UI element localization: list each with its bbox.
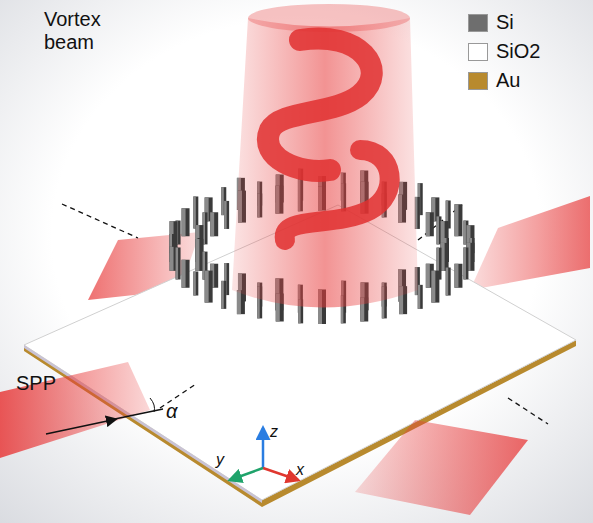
- legend-swatch: [468, 72, 488, 90]
- axis-label: x: [296, 458, 304, 481]
- annotation-label: α: [166, 400, 177, 423]
- legend-text: Si: [496, 11, 514, 34]
- legend-swatch: [468, 14, 488, 32]
- legend-text: Au: [496, 69, 520, 92]
- annotation-label: SPP: [16, 372, 56, 395]
- axis-label: z: [270, 420, 278, 443]
- legend-text: SiO2: [496, 40, 540, 63]
- axis-label: y: [216, 448, 224, 471]
- beam-label: Vortex beam: [44, 8, 134, 54]
- legend-swatch: [468, 43, 488, 61]
